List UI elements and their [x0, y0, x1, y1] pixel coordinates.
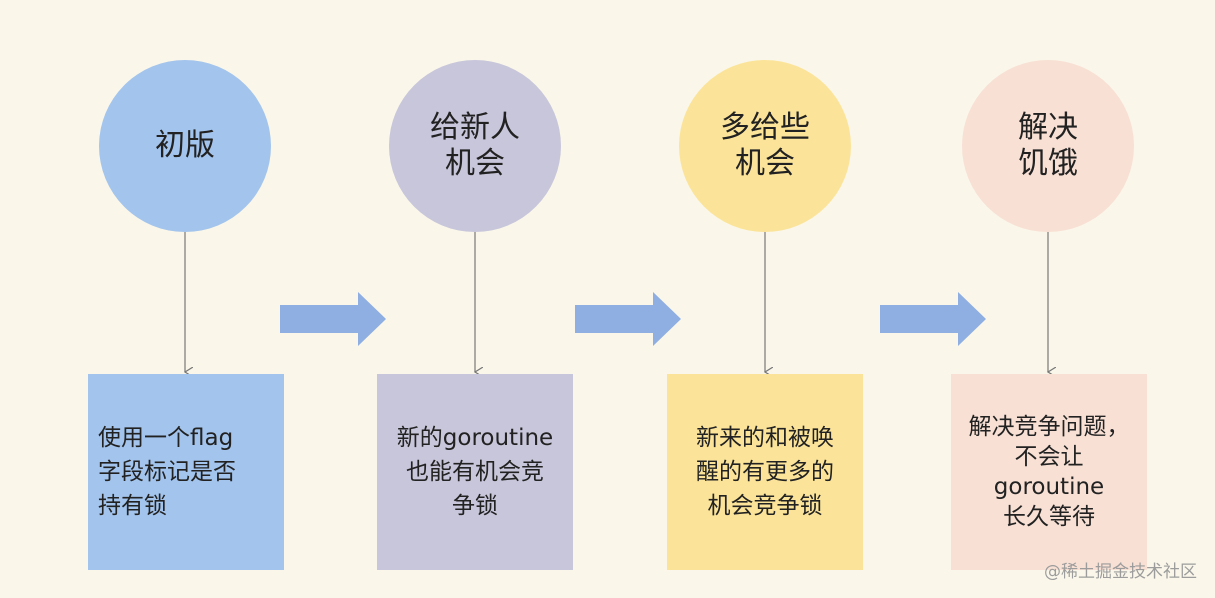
- stage-4-box: 解决竞争问题， 不会让 goroutine 长久等待: [951, 374, 1147, 570]
- stage-4-circle: 解决 饥饿: [962, 60, 1134, 232]
- stage-3-box: 新来的和被唤 醒的有更多的 机会竞争锁: [667, 374, 863, 570]
- stage-4-description: 解决竞争问题， 不会让 goroutine 长久等待: [968, 414, 1130, 530]
- watermark-text: @稀土掘金技术社区: [1044, 562, 1197, 582]
- stage-2-description: 新的goroutine 也能有机会竞 争锁: [396, 425, 554, 519]
- stage-2-title: 给新人 机会: [430, 110, 520, 181]
- stage-1-description: 使用一个flag 字段标记是否 持有锁: [98, 425, 236, 519]
- stage-3-circle: 多给些 机会: [679, 60, 851, 232]
- stage-3-description: 新来的和被唤 醒的有更多的 机会竞争锁: [696, 425, 834, 519]
- stage-2-box: 新的goroutine 也能有机会竞 争锁: [377, 374, 573, 570]
- flow-arrow-2: [575, 292, 681, 346]
- stage-3-title: 多给些 机会: [720, 110, 810, 181]
- stage-1-box: 使用一个flag 字段标记是否 持有锁: [88, 374, 284, 570]
- stage-2-circle: 给新人 机会: [389, 60, 561, 232]
- stage-1-circle: 初版: [99, 60, 271, 232]
- stage-1-title: 初版: [155, 128, 215, 163]
- flow-arrow-1: [280, 292, 386, 346]
- flow-arrow-3: [880, 292, 986, 346]
- stage-4-title: 解决 饥饿: [1018, 110, 1078, 181]
